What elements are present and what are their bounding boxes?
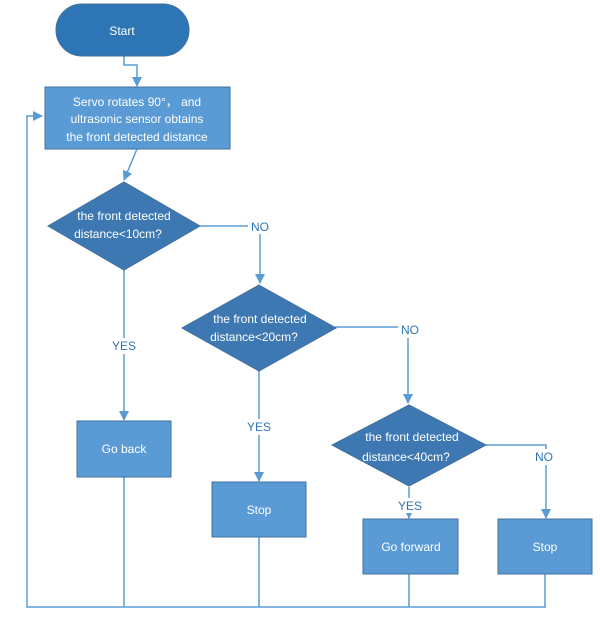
connector-start-to-servo (123, 56, 142, 87)
stop-2-label: Stop (533, 540, 558, 554)
edge-label-check-40-yes: YES (398, 499, 422, 513)
connector-loop-back (26, 111, 125, 608)
edge-label-check-40-no: NO (535, 450, 553, 464)
decision-10cm-line-1: the front detected (77, 209, 170, 223)
start-label: Start (109, 24, 135, 38)
servo-process-line-1: Servo rotates 90°， and (73, 95, 201, 109)
decision-distance-40cm: the front detected distance<40cm? (330, 404, 488, 487)
edge-label-check-10-no: NO (251, 220, 269, 234)
edge-label-check-20-yes: YES (247, 420, 271, 434)
go-back-label: Go back (102, 442, 148, 456)
servo-process-box: Servo rotates 90°， and ultrasonic sensor… (44, 86, 231, 150)
stop-box-1: Stop (211, 481, 307, 538)
decision-10cm-line-2: distance<10cm? (74, 227, 162, 241)
connector-check-40-no (486, 444, 551, 519)
servo-process-line-2: ultrasonic sensor obtains (71, 112, 204, 126)
start-terminal: Start (55, 3, 190, 57)
connector-servo-to-check-10 (122, 148, 138, 181)
go-forward-box: Go forward (362, 518, 459, 575)
edge-labels: NO YES NO YES NO YES (110, 218, 556, 513)
connector-check-20-no (335, 326, 413, 404)
go-back-box: Go back (76, 420, 172, 478)
stop-1-label: Stop (247, 503, 272, 517)
go-forward-label: Go forward (381, 540, 440, 554)
edge-label-check-10-yes: YES (112, 339, 136, 353)
decision-20cm-line-1: the front detected (213, 312, 306, 326)
decision-distance-10cm: the front detected distance<10cm? (47, 181, 201, 271)
decision-20cm-line-2: distance<20cm? (210, 330, 298, 344)
servo-process-line-3: the front detected distance (66, 130, 208, 144)
edge-label-check-20-no: NO (401, 323, 419, 337)
connector-check-10-no (200, 225, 265, 284)
decision-40cm-line-1: the front detected (365, 430, 458, 444)
decision-distance-20cm: the front detected distance<20cm? (180, 284, 338, 372)
stop-box-2: Stop (497, 518, 593, 575)
decision-40cm-line-2: distance<40cm? (362, 450, 450, 464)
